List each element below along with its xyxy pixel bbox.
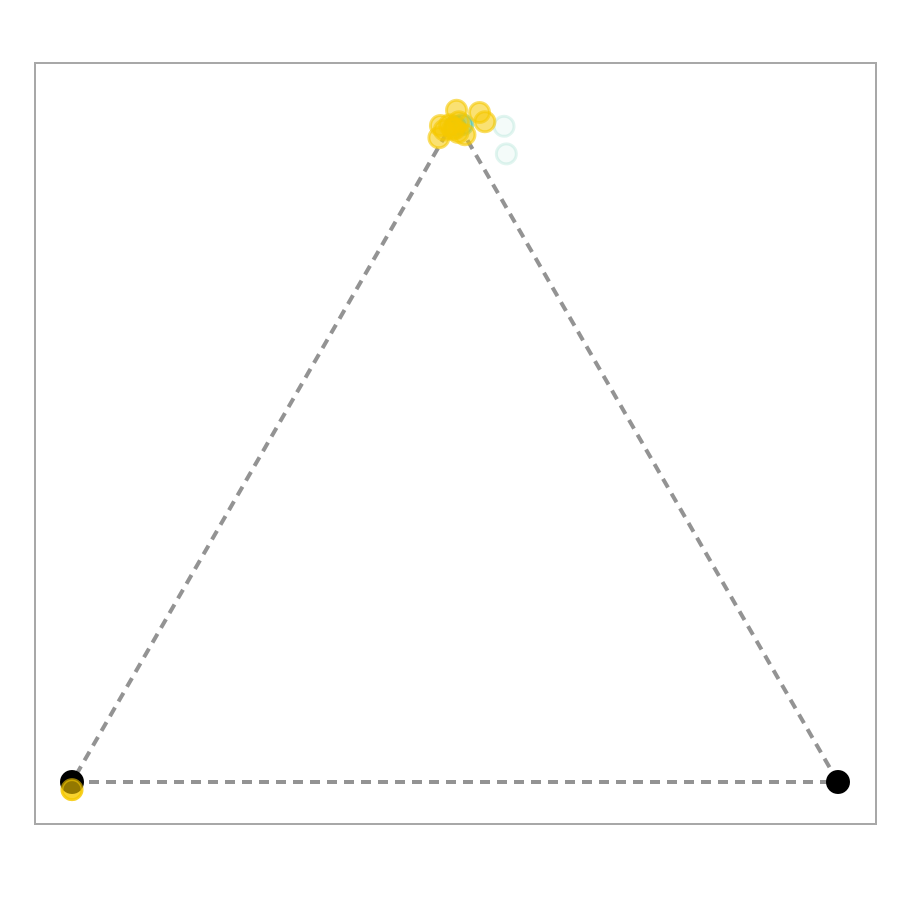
data-point: [473, 110, 497, 134]
data-point: [443, 117, 467, 141]
triangle-vertices: [60, 770, 850, 802]
triangle-edge: [453, 117, 840, 784]
data-point: [492, 114, 516, 138]
triangle-edge: [70, 117, 457, 784]
data-points: [60, 98, 518, 802]
data-point: [494, 142, 518, 166]
triangle-edges: [70, 117, 840, 784]
plot-frame: [34, 62, 877, 825]
vertex-marker: [826, 770, 850, 794]
data-point: [60, 778, 84, 802]
